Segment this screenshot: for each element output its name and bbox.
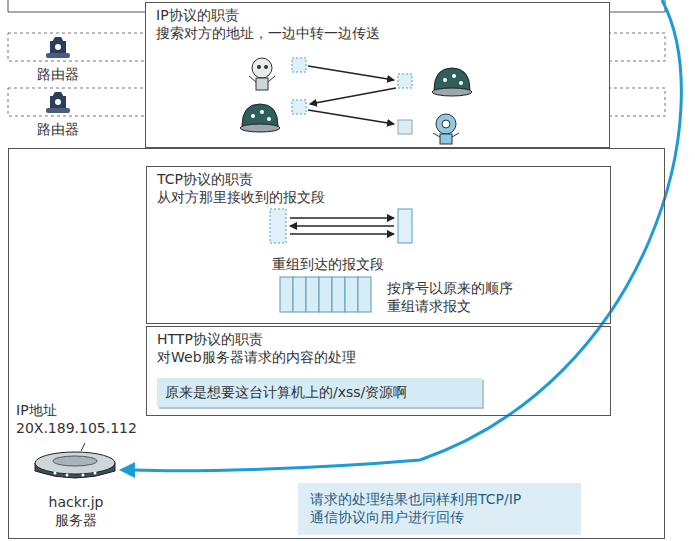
server-icon (54, 472, 57, 475)
router-label: 路由器 (37, 120, 79, 138)
highlight-text: 原来是想要这台计算机上的/xss/资源啊 (165, 383, 407, 401)
server-box: IP地址 20X.189.105.112 hackr.jp 服务器 TCP协议的职责… (8, 148, 665, 539)
robot-figure (242, 104, 278, 126)
segment-cell (319, 277, 332, 312)
box-title: TCP协议的职责 (157, 170, 253, 188)
robot-figure (432, 68, 472, 96)
ip-role-box: IP协议的职责搜索对方的地址，一边中转一边传送 (145, 2, 610, 148)
box-subtitle: 对Web服务器请求的内容的处理 (157, 348, 356, 366)
box-title: IP协议的职责 (156, 6, 239, 24)
server-icon (82, 474, 85, 477)
packet (292, 58, 306, 72)
segment-cell (280, 277, 293, 312)
segment (270, 209, 286, 243)
transfer-arrow (290, 233, 394, 235)
router-icon (50, 96, 66, 110)
box-subtitle: 从对方那里接收到的报文段 (157, 188, 325, 206)
robot-figure (434, 68, 470, 90)
robot-figure (432, 88, 472, 96)
step-label: 重组到达的报文段 (272, 255, 384, 273)
robot-figure (433, 114, 459, 144)
server-icon (66, 474, 69, 477)
segment-cell (306, 277, 319, 312)
robot-figure (249, 58, 275, 90)
box-subtitle: 搜索对方的地址，一边中转一边传送 (156, 24, 380, 42)
robot-figure (260, 110, 264, 114)
ip-address-label: IP地址 20X.189.105.112 (16, 401, 156, 437)
segment-cell (345, 277, 358, 312)
server-icon (35, 452, 115, 474)
router-icon (50, 41, 66, 55)
transfer-arrow (290, 225, 394, 227)
robot-figure (252, 58, 272, 78)
packet (398, 120, 412, 134)
router-icon (46, 90, 70, 113)
http-role-box: HTTP协议的职责对Web服务器请求的内容的处理原来是想要这台计算机上的/xss… (146, 326, 611, 416)
tcp-role-box: TCP协议的职责从对方那里接收到的报文段重组到达的报文段按序号以原来的顺序 重组… (146, 166, 611, 324)
packet (398, 74, 412, 88)
server-name-label: hackr.jp 服务器 (31, 493, 121, 529)
flow-arrowhead (119, 462, 135, 478)
robot-figure (249, 76, 256, 82)
robot-figure (268, 76, 275, 82)
router-icon (55, 99, 61, 105)
router-icon (54, 90, 62, 92)
router-label: 路由器 (37, 65, 79, 83)
robot-figure (257, 65, 261, 69)
router-icon (46, 35, 70, 58)
robot-figure (267, 117, 271, 121)
robot-figure (256, 78, 268, 90)
segment-cell (358, 277, 371, 312)
server-icon (81, 443, 85, 451)
transfer-arrow (308, 66, 394, 80)
robot-figure (264, 65, 268, 69)
router-icon (54, 35, 62, 37)
box-title: HTTP协议的职责 (157, 330, 263, 348)
callout-text: 请求的处理结果也同样利用TCP/IP 通信协议向用户进行回传 (310, 490, 560, 526)
segment-cell (293, 277, 306, 312)
robot-figure (436, 114, 456, 134)
transfer-arrow (310, 88, 396, 104)
transfer-arrow (308, 110, 394, 124)
robot-figure (251, 114, 255, 118)
robot-figure (443, 78, 447, 82)
robot-figure (452, 133, 459, 137)
transfer-arrow (290, 217, 394, 219)
server-icon (35, 443, 115, 478)
highlight-box: 原来是想要这台计算机上的/xss/资源啊 (157, 378, 482, 407)
robot-figure (459, 81, 463, 85)
server-icon (53, 456, 97, 466)
segment-cell (332, 277, 345, 312)
step-note: 按序号以原来的顺序 重组请求报文 (387, 279, 527, 315)
server-icon (94, 472, 97, 475)
robot-figure (442, 120, 450, 128)
robot-figure (240, 124, 280, 132)
segment (398, 209, 412, 243)
robot-figure (440, 134, 452, 144)
router-icon (46, 108, 70, 113)
segment-row (280, 277, 371, 312)
router-icon (46, 53, 70, 58)
callout-box: 请求的处理结果也同样利用TCP/IP 通信协议向用户进行回传 (298, 483, 581, 535)
robot-figure (452, 74, 456, 78)
packet (292, 100, 306, 114)
robot-figure (240, 104, 280, 132)
robot-figure (433, 133, 440, 137)
router-icon (55, 44, 61, 50)
ip-box-ground (145, 2, 610, 148)
flow-curve (134, 0, 681, 471)
